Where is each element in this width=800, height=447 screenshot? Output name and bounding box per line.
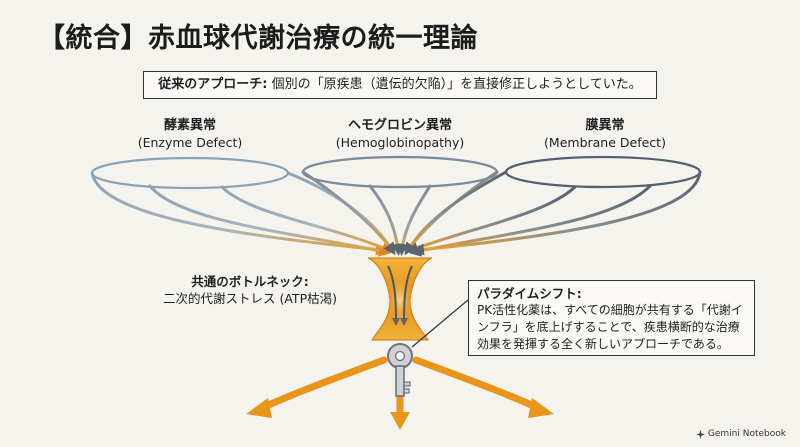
key-icon	[387, 343, 413, 397]
common-bottleneck-label: 共通のボトルネック: 二次的代謝ストレス (ATP枯渇)	[155, 273, 345, 307]
enzyme-source-ring	[90, 156, 290, 190]
membrane-source-ring	[504, 155, 702, 189]
bottleneck-heading: 共通のボトルネック:	[191, 274, 309, 289]
paradigm-shift-box: パラダイムシフト: PK活性化薬は、すべての細胞が共有する「代謝インフラ」を底上…	[468, 280, 755, 356]
hemoglobin-source-ring	[301, 155, 499, 189]
enzyme-defect-en: (Enzyme Defect)	[137, 135, 243, 150]
enzyme-defect-label: 酵素異常 (Enzyme Defect)	[130, 117, 250, 151]
membrane-defect-en: (Membrane Defect)	[544, 135, 666, 150]
conventional-approach-box: 従来のアプローチ: 個別の「原疾患（遺伝的欠陥）」を直接修正しようとしていた。	[143, 71, 657, 99]
membrane-flow-lines	[404, 170, 702, 257]
hemoglobinopathy-en: (Hemoglobinopathy)	[335, 135, 465, 150]
notebook-logo: Gemini Notebook	[695, 429, 786, 439]
output-arrowheads	[246, 398, 554, 430]
conventional-approach-text: 個別の「原疾患（遺伝的欠陥）」を直接修正しようとしていた。	[267, 77, 642, 92]
paradigm-heading: パラダイムシフト:	[477, 286, 582, 301]
conventional-approach-label: 従来のアプローチ:	[158, 77, 268, 92]
membrane-defect-jp: 膜異常	[585, 118, 625, 133]
paradigm-text: PK活性化薬は、すべての細胞が共有する「代謝インフラ」を底上げすることで、疾患横…	[477, 303, 743, 351]
membrane-defect-label: 膜異常 (Membrane Defect)	[535, 117, 675, 151]
hemoglobinopathy-jp: ヘモグロビン異常	[347, 118, 452, 133]
hemoglobinopathy-label: ヘモグロビン異常 (Hemoglobinopathy)	[320, 117, 480, 151]
logo-text: Gemini Notebook	[707, 429, 786, 439]
sparkle-icon	[695, 429, 705, 439]
bottleneck-text: 二次的代謝ストレス (ATP枯渇)	[163, 291, 337, 306]
enzyme-defect-jp: 酵素異常	[163, 118, 216, 133]
page-title: 【統合】赤血球代謝治療の統一理論	[38, 23, 478, 54]
bottleneck-funnel	[367, 257, 433, 341]
key-to-paradigm-connector	[411, 299, 469, 348]
